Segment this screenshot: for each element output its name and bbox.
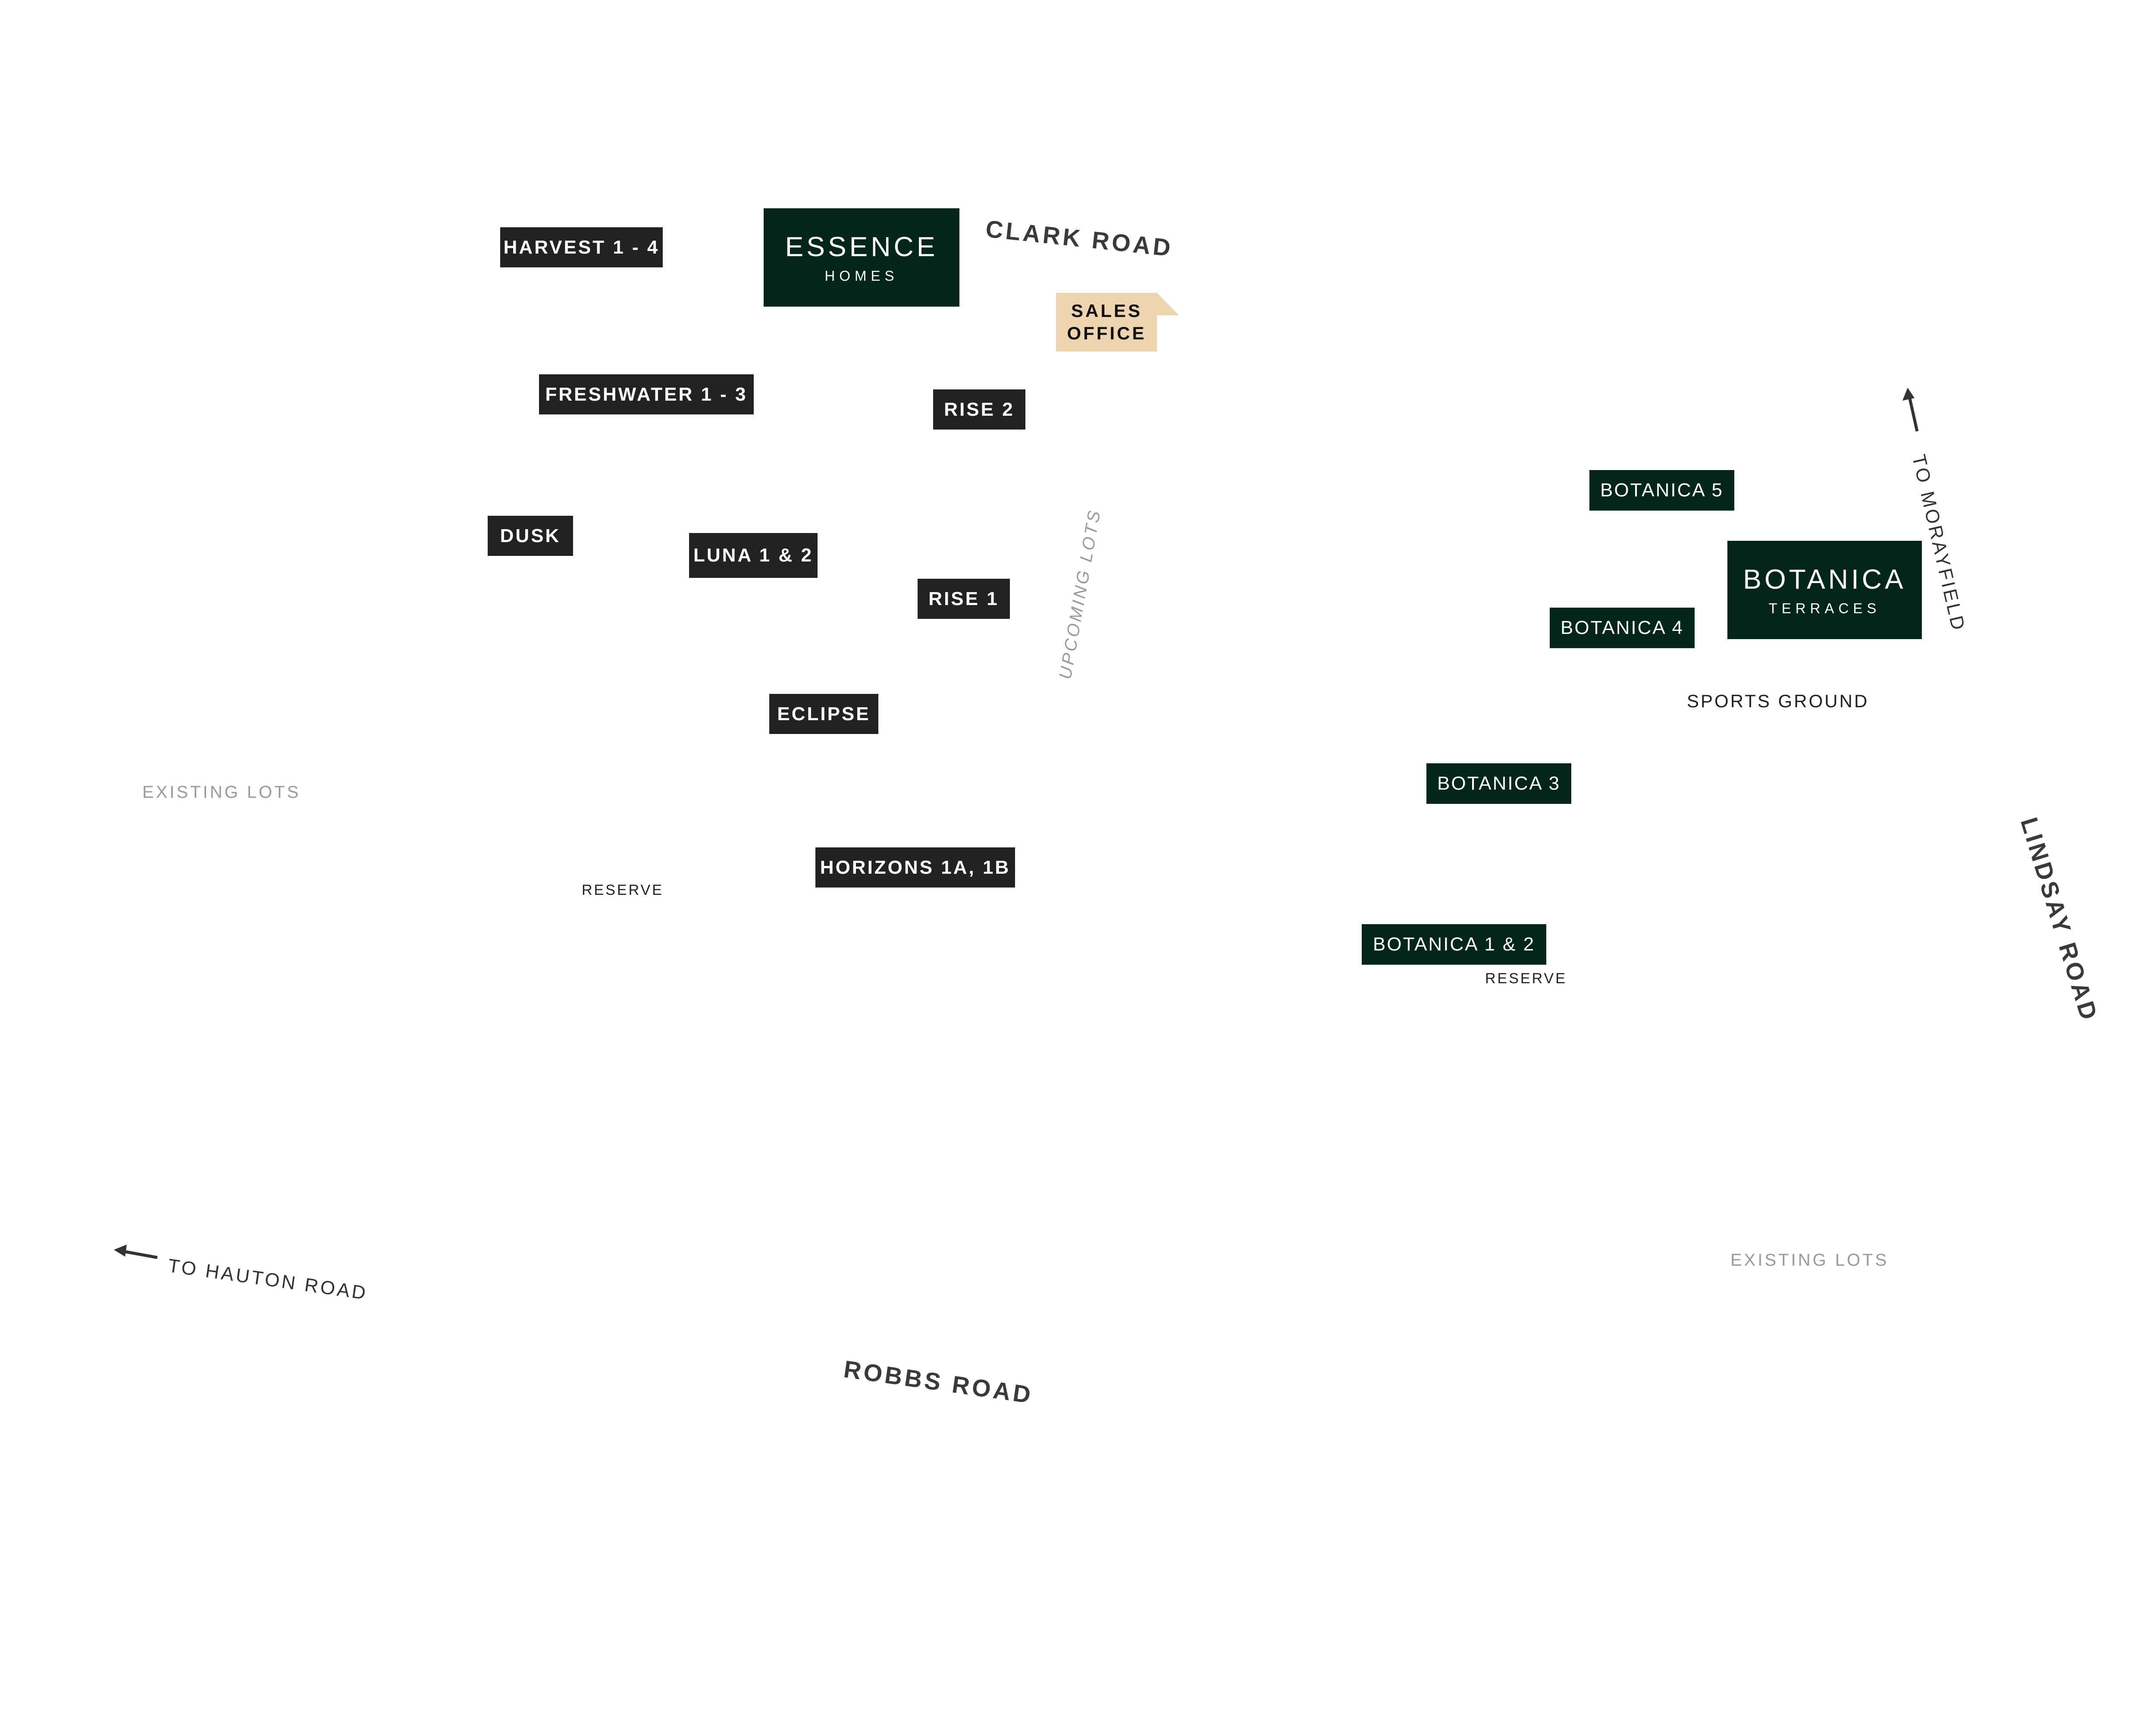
upcoming-lots-label: UPCOMING LOTS <box>1056 507 1105 681</box>
stage-luna[interactable]: LUNA 1 & 2 <box>689 533 818 578</box>
arrow-left-icon <box>114 1245 158 1259</box>
reserve-left: RESERVE <box>582 882 664 898</box>
sales-office-marker[interactable]: SALES OFFICE <box>1056 293 1179 351</box>
stage-botanica-5[interactable]: BOTANICA 5 <box>1589 470 1734 511</box>
stage-horizons[interactable]: HORIZONS 1A, 1B <box>815 847 1015 888</box>
stage-rise-2[interactable]: RISE 2 <box>933 389 1025 430</box>
stage-dusk[interactable]: DUSK <box>488 516 573 556</box>
sales-office-flag-shape <box>1056 293 1179 351</box>
essence-homes-block[interactable]: ESSENCE HOMES <box>764 208 959 307</box>
existing-lots-right: EXISTING LOTS <box>1730 1251 1889 1270</box>
essence-brand-name: ESSENCE <box>785 231 938 262</box>
stage-freshwater[interactable]: FRESHWATER 1 - 3 <box>539 374 754 414</box>
botanica-brand-name: BOTANICA <box>1743 564 1906 595</box>
to-hauton-road-label: TO HAUTON ROAD <box>166 1255 369 1304</box>
sales-office-label: SALES OFFICE <box>1056 300 1157 345</box>
botanica-terraces-block[interactable]: BOTANICA TERRACES <box>1727 541 1922 639</box>
clark-road-label: CLARK ROAD <box>984 215 1175 262</box>
stage-botanica-3[interactable]: BOTANICA 3 <box>1426 763 1571 804</box>
stage-eclipse[interactable]: ECLIPSE <box>769 694 878 734</box>
botanica-brand-sub: TERRACES <box>1768 600 1881 616</box>
sales-office-line2: OFFICE <box>1067 323 1147 343</box>
stage-botanica-4[interactable]: BOTANICA 4 <box>1550 608 1695 648</box>
stage-botanica-1-2[interactable]: BOTANICA 1 & 2 <box>1362 924 1546 965</box>
lindsay-road-label: LINDSAY ROAD <box>2015 814 2104 1026</box>
robbs-road-label: ROBBS ROAD <box>842 1355 1035 1409</box>
existing-lots-left: EXISTING LOTS <box>142 783 301 802</box>
arrow-up-icon <box>1902 388 1919 432</box>
sports-ground-label: SPORTS GROUND <box>1687 691 1869 711</box>
essence-brand-sub: HOMES <box>824 268 899 284</box>
stage-harvest[interactable]: HARVEST 1 - 4 <box>500 227 663 267</box>
stage-rise-1[interactable]: RISE 1 <box>918 579 1010 619</box>
sales-office-line1: SALES <box>1071 301 1143 321</box>
reserve-right: RESERVE <box>1485 970 1567 987</box>
